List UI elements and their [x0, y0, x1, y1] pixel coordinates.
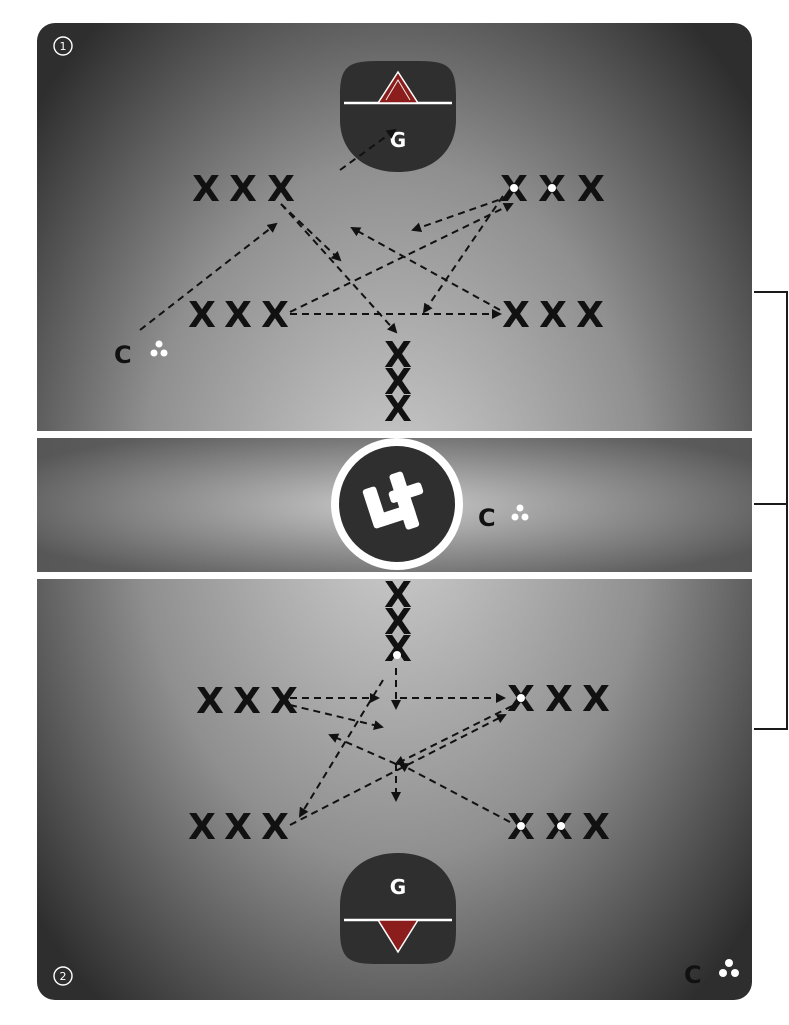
coach-left: C [114, 340, 168, 369]
player-x: X [502, 295, 530, 336]
players: XXXXXXXXXXXXXXXXXXXXXXXXXXXXXX [188, 169, 610, 848]
field-number-1-label: 1 [60, 40, 67, 53]
coach-center: C [478, 504, 529, 532]
ball-icon [516, 504, 524, 512]
coach-corner-label: C [684, 961, 702, 989]
goalie-bottom-label: G [390, 875, 406, 899]
player-x: X [261, 295, 289, 336]
field-bracket [754, 291, 788, 730]
player-x: X [384, 335, 412, 376]
ball-icon [725, 959, 733, 967]
field-number-1: 1 [53, 36, 73, 56]
field-number-2: 2 [53, 966, 73, 986]
player-x: X [233, 681, 261, 722]
balls [393, 184, 565, 830]
coach-left-label: C [114, 341, 132, 369]
player-x: X [224, 807, 252, 848]
ball-icon [511, 513, 519, 521]
player-x: X [582, 807, 610, 848]
player-x: X [545, 679, 573, 720]
pass-arrow [298, 679, 384, 818]
goal-icon [376, 919, 420, 954]
pass-arrow [289, 704, 384, 731]
goal-icon [376, 70, 420, 104]
pass-arrows [139, 128, 514, 826]
field-number-2-label: 2 [60, 970, 67, 983]
ball-icon [557, 822, 565, 830]
player-x: X [582, 679, 610, 720]
goal-crease-bottom: G [340, 853, 456, 965]
lax-logo-icon [362, 471, 424, 530]
ball-icon [719, 969, 727, 977]
player-x: X [188, 807, 216, 848]
player-x: X [384, 389, 412, 430]
player-x: X [261, 807, 289, 848]
player-x: X [384, 629, 412, 670]
pass-arrow [139, 222, 278, 331]
ball-icon [510, 184, 518, 192]
ball-icon [393, 651, 401, 659]
player-x: X [192, 169, 220, 210]
pass-arrow [328, 733, 397, 765]
pass-arrow [350, 227, 501, 311]
player-x: X [229, 169, 257, 210]
player-x: X [576, 295, 604, 336]
player-x: X [267, 169, 295, 210]
player-x: X [188, 295, 216, 336]
pass-arrow [411, 195, 511, 233]
ball-icon [160, 349, 168, 357]
goal-crease-top: G [340, 60, 456, 172]
ball-icon [150, 349, 158, 357]
pass-arrow [280, 203, 342, 262]
player-x: X [384, 362, 412, 403]
ball-icon [155, 340, 163, 348]
coach-corner: C [684, 959, 739, 989]
pass-arrow [398, 763, 511, 823]
pass-arrow [280, 203, 398, 334]
ball-icon [517, 694, 525, 702]
player-x: X [384, 575, 412, 616]
center-logo [331, 438, 463, 570]
coach-center-label: C [478, 504, 496, 532]
player-x: X [539, 295, 567, 336]
player-x: X [577, 169, 605, 210]
lower-midline [37, 572, 752, 579]
pass-arrow [289, 714, 507, 826]
ball-icon [548, 184, 556, 192]
ball-icon [731, 969, 739, 977]
player-x: X [196, 681, 224, 722]
upper-midline [37, 431, 752, 438]
player-x: X [270, 681, 298, 722]
pass-arrow [289, 203, 514, 313]
ball-icon [517, 822, 525, 830]
player-x: X [224, 295, 252, 336]
ball-icon [521, 513, 529, 521]
pass-arrow [394, 705, 513, 765]
player-x: X [384, 602, 412, 643]
